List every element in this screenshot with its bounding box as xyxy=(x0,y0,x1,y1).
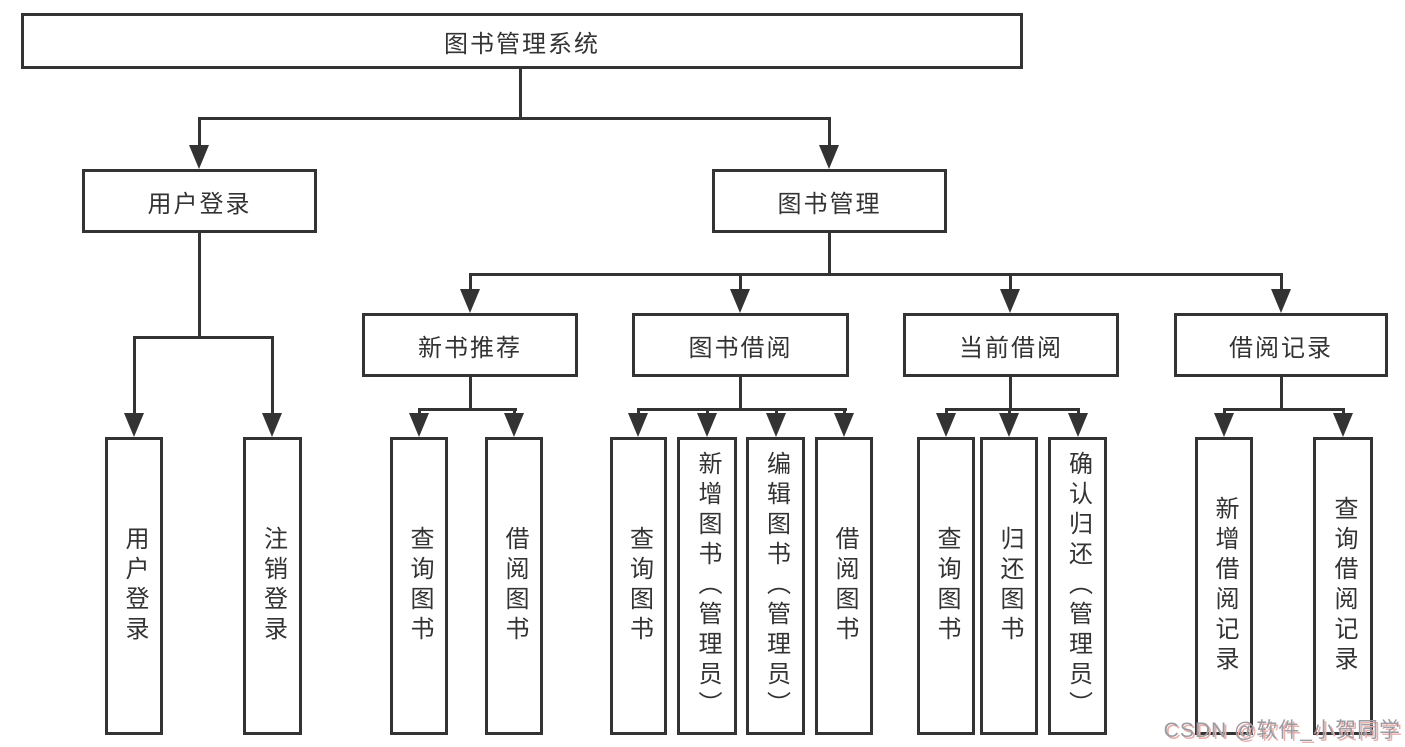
leaf-nbr-borrow-books: 借阅图书 xyxy=(485,437,543,735)
node-book-borrow: 图书借阅 xyxy=(632,313,849,377)
leaf-user-login: 用户登录 xyxy=(105,437,163,735)
connector-line xyxy=(945,408,948,416)
leaf-br-query-record: 查询借阅记录 xyxy=(1313,437,1373,735)
node-label: 图书管理系统 xyxy=(444,30,600,58)
connector-line xyxy=(1077,408,1080,416)
connector-line xyxy=(843,408,846,416)
node-borrow-records: 借阅记录 xyxy=(1174,313,1388,377)
leaf-bb-borrow-books: 借阅图书 xyxy=(815,437,873,735)
connector-line xyxy=(637,408,847,411)
node-label: 查询借阅记录 xyxy=(1330,496,1357,676)
node-label: 查询图书 xyxy=(933,526,960,646)
node-label: 用户登录 xyxy=(121,526,148,646)
leaf-cb-query-books: 查询图书 xyxy=(917,437,975,735)
arrow-down-icon xyxy=(1214,413,1234,437)
connector-line xyxy=(739,377,742,408)
connector-line xyxy=(706,408,709,416)
arrow-down-icon xyxy=(819,145,839,169)
arrow-down-icon xyxy=(504,413,524,437)
connector-line xyxy=(469,377,472,408)
node-label: 归还图书 xyxy=(996,526,1023,646)
arrow-down-icon xyxy=(262,413,282,437)
node-label: 新书推荐 xyxy=(418,334,522,362)
leaf-logout: 注销登录 xyxy=(243,437,302,735)
arrow-down-icon xyxy=(730,289,750,313)
connector-line xyxy=(637,408,640,416)
connector-line xyxy=(1223,408,1344,411)
connector-line xyxy=(945,408,1080,411)
arrow-down-icon xyxy=(766,413,786,437)
connector-line xyxy=(198,117,201,147)
connector-line xyxy=(1008,408,1011,416)
connector-line xyxy=(469,273,472,291)
node-label: 查询图书 xyxy=(625,526,653,646)
node-book-management: 图书管理 xyxy=(712,169,947,233)
node-label: 用户登录 xyxy=(147,190,252,218)
connector-line xyxy=(1342,408,1345,416)
leaf-br-add-record: 新增借阅记录 xyxy=(1195,437,1253,735)
arrow-down-icon xyxy=(628,413,648,437)
arrow-down-icon xyxy=(1271,289,1291,313)
connector-line xyxy=(519,69,522,117)
node-root: 图书管理系统 xyxy=(21,13,1023,69)
node-user-login: 用户登录 xyxy=(82,169,317,233)
connector-line xyxy=(133,336,274,339)
csdn-watermark: CSDN @软件_小贺同学 xyxy=(1163,719,1401,742)
connector-line xyxy=(513,408,516,416)
leaf-bb-add-books-admin: 新增图书（管理员） xyxy=(677,437,737,735)
arrow-down-icon xyxy=(834,413,854,437)
connector-line xyxy=(739,273,742,291)
arrow-down-icon xyxy=(1000,289,1020,313)
connector-line xyxy=(1009,377,1012,408)
connector-line xyxy=(828,233,831,273)
connector-line xyxy=(775,408,778,416)
arrow-down-icon xyxy=(124,413,144,437)
connector-line xyxy=(418,408,421,416)
node-label: 查询图书 xyxy=(406,526,433,646)
leaf-cb-confirm-return-admin: 确认归还（管理员） xyxy=(1048,437,1107,735)
connector-line xyxy=(828,117,831,147)
connector-line xyxy=(1280,273,1283,291)
arrow-down-icon xyxy=(1068,413,1088,437)
node-label: 借阅图书 xyxy=(501,526,528,646)
connector-line xyxy=(418,408,517,411)
arrow-down-icon xyxy=(936,413,956,437)
leaf-bb-query-books: 查询图书 xyxy=(610,437,667,735)
node-label: 编辑图书（管理员） xyxy=(762,451,790,721)
node-label: 新增借阅记录 xyxy=(1211,496,1238,676)
node-label: 注销登录 xyxy=(259,526,287,646)
arrow-down-icon xyxy=(999,413,1019,437)
arrow-down-icon xyxy=(697,413,717,437)
connector-line xyxy=(1280,377,1283,408)
node-label: 借阅图书 xyxy=(831,526,858,646)
node-label: 借阅记录 xyxy=(1229,334,1333,362)
connector-line xyxy=(1009,273,1012,291)
leaf-cb-return-books: 归还图书 xyxy=(980,437,1038,735)
connector-line xyxy=(133,336,136,415)
node-label: 图书借阅 xyxy=(688,334,793,362)
node-current-borrow: 当前借阅 xyxy=(903,313,1119,377)
leaf-nbr-query-books: 查询图书 xyxy=(390,437,448,735)
connector-line xyxy=(1223,408,1226,416)
connector-line xyxy=(198,117,831,120)
arrow-down-icon xyxy=(460,289,480,313)
node-new-book-recommend: 新书推荐 xyxy=(362,313,578,377)
node-label: 图书管理 xyxy=(777,190,882,218)
connector-line xyxy=(469,273,1283,276)
arrow-down-icon xyxy=(1333,413,1353,437)
node-label: 确认归还（管理员） xyxy=(1064,451,1092,721)
connector-line xyxy=(198,233,201,336)
node-label: 新增图书（管理员） xyxy=(694,451,721,721)
arrow-down-icon xyxy=(409,413,429,437)
connector-line xyxy=(271,336,274,415)
node-label: 当前借阅 xyxy=(959,334,1063,362)
leaf-bb-edit-books-admin: 编辑图书（管理员） xyxy=(746,437,805,735)
arrow-down-icon xyxy=(189,145,209,169)
